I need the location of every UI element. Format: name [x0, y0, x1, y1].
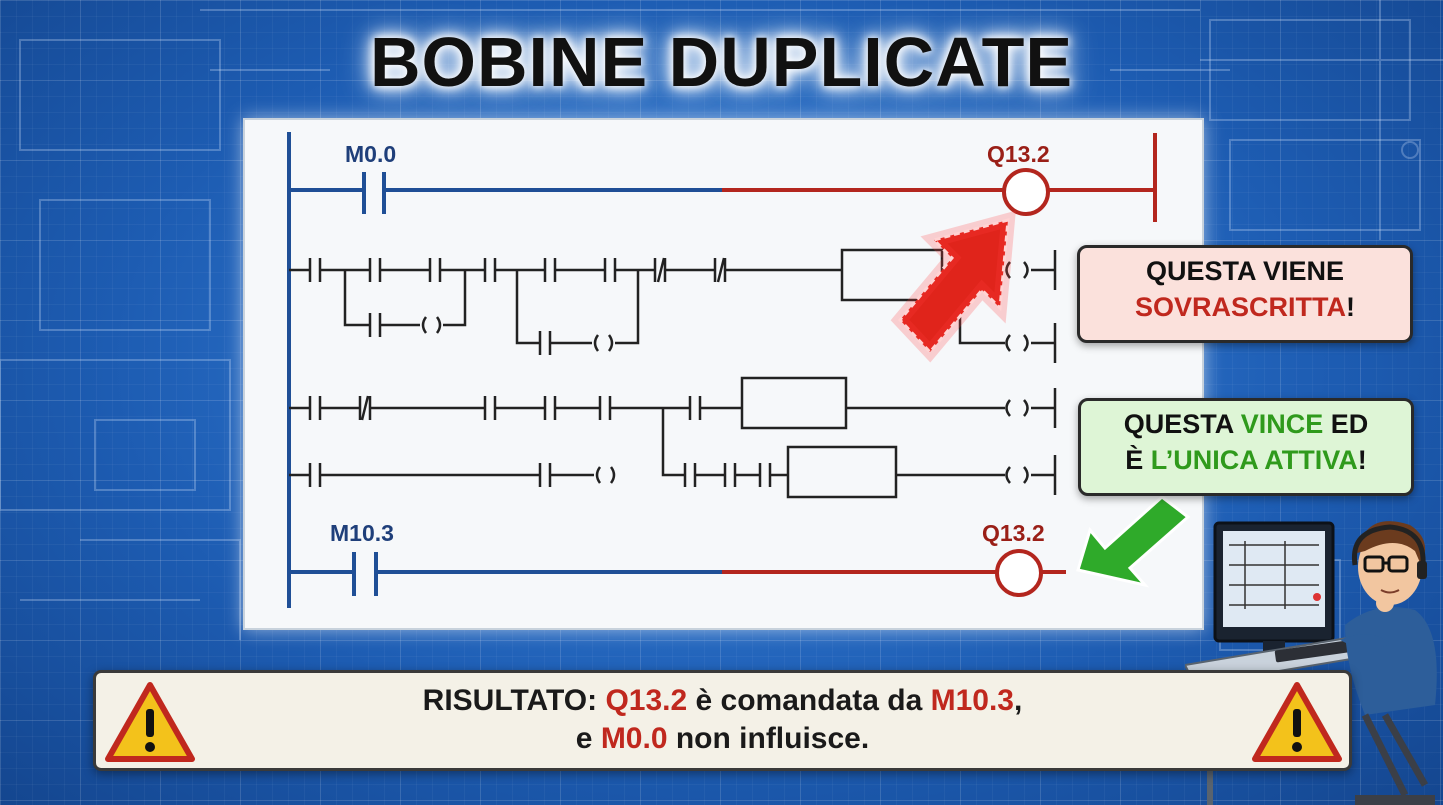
page-title: BOBINE DUPLICATE [369, 23, 1074, 101]
warning-icon [105, 682, 195, 762]
green-arrow-icon [1076, 495, 1191, 588]
bottom-coil-icon [995, 549, 1043, 597]
top-coil-label: Q13.2 [987, 141, 1050, 167]
result-text: RISULTATO: Q13.2 è comandata da M10.3, e… [422, 684, 1023, 755]
warning-icon [1252, 682, 1342, 762]
result-output-address: Q13.2 [605, 684, 688, 717]
bottom-contact-label: M10.3 [330, 520, 394, 546]
red-arrow-icon [890, 210, 1016, 363]
overwritten-callout-line2: SOVRASCRITTA! [1134, 292, 1355, 322]
top-rung [289, 133, 1157, 222]
top-coil-icon [1002, 168, 1050, 216]
winner-callout-line1: QUESTA VINCE ED [1123, 409, 1369, 439]
winner-callout-line2: È L’UNICA ATTIVA! [1125, 445, 1367, 475]
winner-callout: QUESTA VINCE ED È L’UNICA ATTIVA! [1078, 398, 1414, 496]
result-winning-address: M10.3 [930, 684, 1014, 717]
bottom-coil-label: Q13.2 [982, 520, 1045, 546]
engineer-at-computer-illustration [1185, 521, 1437, 805]
bottom-rung [289, 549, 1066, 597]
overwritten-callout-line1: QUESTA VIENE [1145, 256, 1345, 286]
top-contact-label: M0.0 [345, 141, 396, 167]
overwritten-highlight: SOVRASCRITTA [1134, 292, 1346, 322]
result-banner: RISULTATO: Q13.2 è comandata da M10.3, e… [93, 670, 1352, 771]
overwritten-callout: QUESTA VIENE SOVRASCRITTA! [1077, 245, 1413, 343]
result-ignored-address: M0.0 [600, 722, 668, 755]
filler-rungs [289, 248, 1057, 499]
